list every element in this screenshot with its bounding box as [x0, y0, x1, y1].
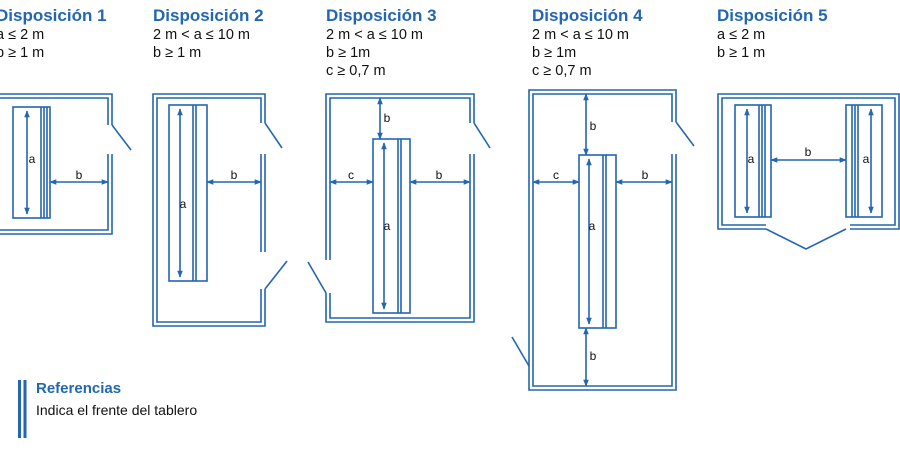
disposition-3-door-right — [473, 122, 491, 149]
disposition-3-condition-b: b ≥ 1m — [326, 45, 371, 61]
disposition-5-room — [717, 93, 900, 250]
disposition-3-door-left — [307, 261, 327, 294]
disposition-3-room — [307, 93, 491, 323]
disposition-4-title: Disposición 4 — [532, 6, 643, 25]
disposition-2-door-top — [264, 122, 283, 149]
disposition-4-switchboard — [578, 154, 617, 329]
legend-title: Referencias — [36, 380, 122, 397]
disposition-4-condition-a: 2 m < a ≤ 10 m — [532, 27, 630, 43]
disposition-3-condition-a: 2 m < a ≤ 10 m — [326, 27, 424, 43]
disposition-1-condition-b: b ≥ 1 m — [0, 45, 45, 61]
disposition-5-title: Disposición 5 — [717, 6, 828, 25]
disposition-3-label-b-right: b — [436, 168, 443, 182]
disposition-3-switchboard — [372, 138, 411, 314]
disposition-5-double-door — [765, 228, 847, 250]
disposition-2-label-b: b — [231, 168, 238, 182]
disposition-4-label-a: a — [589, 219, 596, 233]
disposition-5-label-a-right: a — [863, 152, 870, 166]
disposition-3-label-b-top: b — [384, 111, 391, 125]
disposition-4-condition-b: b ≥ 1m — [532, 45, 577, 61]
disposition-2-condition-b: b ≥ 1 m — [153, 45, 202, 61]
disposition-4-door-left — [511, 336, 530, 367]
disposition-4-label-c: c — [553, 168, 559, 182]
disposition-4-room — [511, 89, 695, 391]
disposition-1-title: Disposición 1 — [0, 6, 107, 25]
disposition-3-label-a: a — [384, 219, 391, 233]
disposition-5-condition-b: b ≥ 1 m — [717, 45, 766, 61]
disposition-5-label-b: b — [805, 145, 812, 159]
disposition-3-header: Disposición 3 2 m < a ≤ 10 m b ≥ 1m c ≥ … — [326, 6, 437, 80]
legend-text: Indica el frente del tablero — [36, 402, 198, 418]
disposition-1-header: Disposición 1 a ≤ 2 m b ≥ 1 m — [0, 6, 107, 62]
disposition-2-label-a: a — [180, 197, 187, 211]
disposition-4-label-b-right: b — [642, 168, 649, 182]
disposition-2-header: Disposición 2 2 m < a ≤ 10 m b ≥ 1 m — [153, 6, 264, 62]
disposition-2-room — [152, 93, 288, 327]
disposition-3-condition-c: c ≥ 0,7 m — [326, 63, 386, 79]
disposition-1-condition-a: a ≤ 2 m — [0, 27, 45, 43]
disposition-4-header: Disposición 4 2 m < a ≤ 10 m b ≥ 1m c ≥ … — [532, 6, 643, 80]
disposition-1-label-b: b — [76, 168, 83, 182]
disposition-4-label-b-bottom: b — [590, 349, 597, 363]
disposition-3-title: Disposición 3 — [326, 6, 437, 25]
disposition-1-door — [111, 124, 132, 151]
disposition-1-label-a: a — [29, 152, 36, 166]
disposition-2-title: Disposición 2 — [153, 6, 264, 25]
disposition-2-door-bottom — [264, 260, 288, 290]
switchboard-front-icon — [18, 380, 27, 438]
disposition-2-condition-a: 2 m < a ≤ 10 m — [153, 27, 251, 43]
disposition-1-room — [0, 93, 132, 235]
disposition-4-door-right — [675, 121, 695, 147]
disposition-4-condition-c: c ≥ 0,7 m — [532, 63, 592, 79]
disposition-5-header: Disposición 5 a ≤ 2 m b ≥ 1 m — [717, 6, 828, 62]
disposition-2-switchboard — [168, 104, 208, 282]
disposition-1-switchboard — [12, 106, 51, 219]
disposition-5-label-a-left: a — [748, 152, 755, 166]
disposition-4-label-b-top: b — [590, 119, 597, 133]
disposition-5-condition-a: a ≤ 2 m — [717, 27, 766, 43]
disposition-3-label-c: c — [348, 168, 354, 182]
disposition-5-switchboard-right — [845, 104, 883, 218]
